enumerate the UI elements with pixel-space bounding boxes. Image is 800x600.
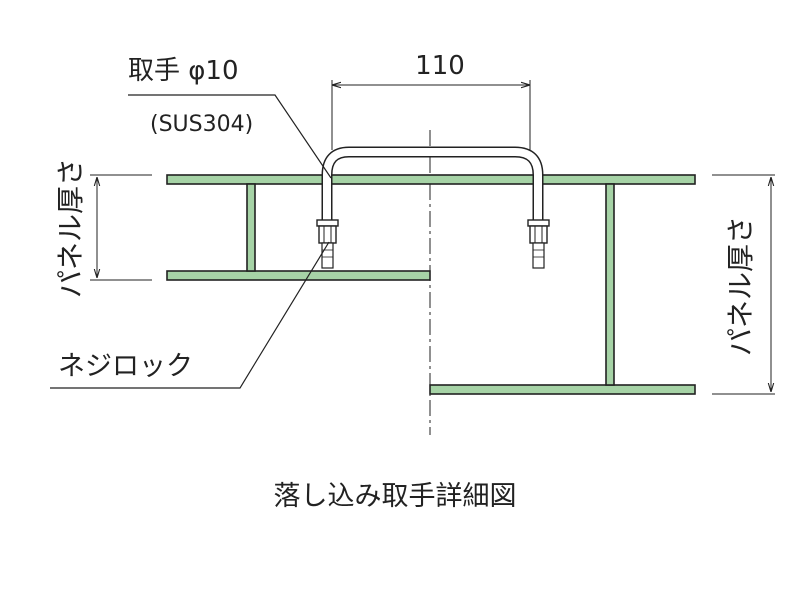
- left-thickness-label: パネル厚さ: [54, 158, 87, 298]
- u-handle: [321, 146, 544, 262]
- handle-label: 取手 φ10: [128, 56, 239, 86]
- drawing-caption: 落し込み取手詳細図: [274, 481, 517, 512]
- left-thickness-dimension: [90, 174, 152, 281]
- left-web: [246, 183, 256, 272]
- width-dimension: [331, 80, 531, 150]
- handle-leader: [128, 94, 332, 179]
- dimension-label: 110: [415, 51, 465, 81]
- lock-nut-leader: [50, 241, 330, 389]
- left-lock-nut: [316, 219, 339, 244]
- right-panel: [429, 183, 696, 395]
- top-flange: [166, 174, 696, 185]
- right-lock-nut: [527, 219, 550, 244]
- thread-ends: [321, 242, 545, 269]
- right-thickness-dimension: [712, 174, 775, 395]
- left-panel: [166, 174, 696, 281]
- right-web: [605, 183, 615, 386]
- right-bottom-flange: [429, 384, 696, 395]
- material-label: (SUS304): [150, 112, 253, 137]
- right-thickness-label: パネル厚さ: [724, 216, 757, 356]
- left-bottom-flange: [166, 270, 431, 281]
- lock-nut-label: ネジロック: [58, 351, 193, 382]
